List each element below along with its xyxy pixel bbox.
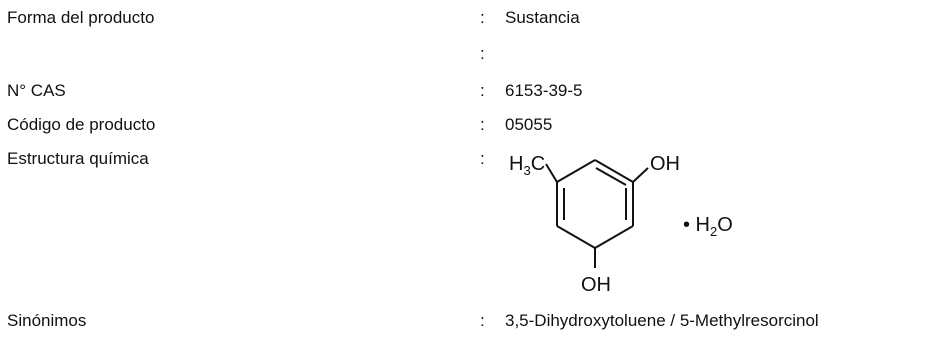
row-product-form: Forma del producto : Sustancia	[0, 5, 947, 31]
row-chemical-structure: Estructura química :	[0, 146, 947, 172]
value-product-form: Sustancia	[505, 8, 580, 27]
row-cas-number: N° CAS : 6153-39-5	[0, 78, 947, 104]
row-synonyms: Sinónimos : 3,5-Dihydroxytoluene / 5-Met…	[0, 308, 947, 334]
substituent-bonds	[545, 163, 649, 268]
hydroxyl-label-top: OH	[650, 153, 680, 175]
label-chemical-structure: Estructura química	[7, 149, 149, 168]
separator: :	[480, 8, 485, 27]
separator: :	[480, 149, 485, 168]
separator: :	[480, 115, 485, 134]
label-cas-number: N° CAS	[7, 81, 66, 100]
value-product-code: 05055	[505, 115, 553, 134]
row-product-code: Código de producto : 05055	[0, 112, 947, 138]
benzene-ring	[556, 159, 634, 249]
separator: :	[480, 311, 485, 330]
row-empty: :	[0, 41, 947, 67]
value-cas-number: 6153-39-5	[505, 81, 583, 100]
value-synonyms: 3,5-Dihydroxytoluene / 5-Methylresorcino…	[505, 311, 819, 330]
label-synonyms: Sinónimos	[7, 311, 87, 330]
separator: :	[480, 81, 485, 100]
label-product-code: Código de producto	[7, 115, 156, 134]
methyl-group-label: H3C	[509, 153, 545, 178]
hydrate-label: • H2O	[683, 214, 733, 239]
label-product-form: Forma del producto	[7, 8, 155, 27]
hydroxyl-label-bottom: OH	[581, 274, 611, 296]
chemical-structure-diagram: H3C OH OH • H2O	[509, 153, 733, 296]
separator: :	[480, 44, 485, 63]
